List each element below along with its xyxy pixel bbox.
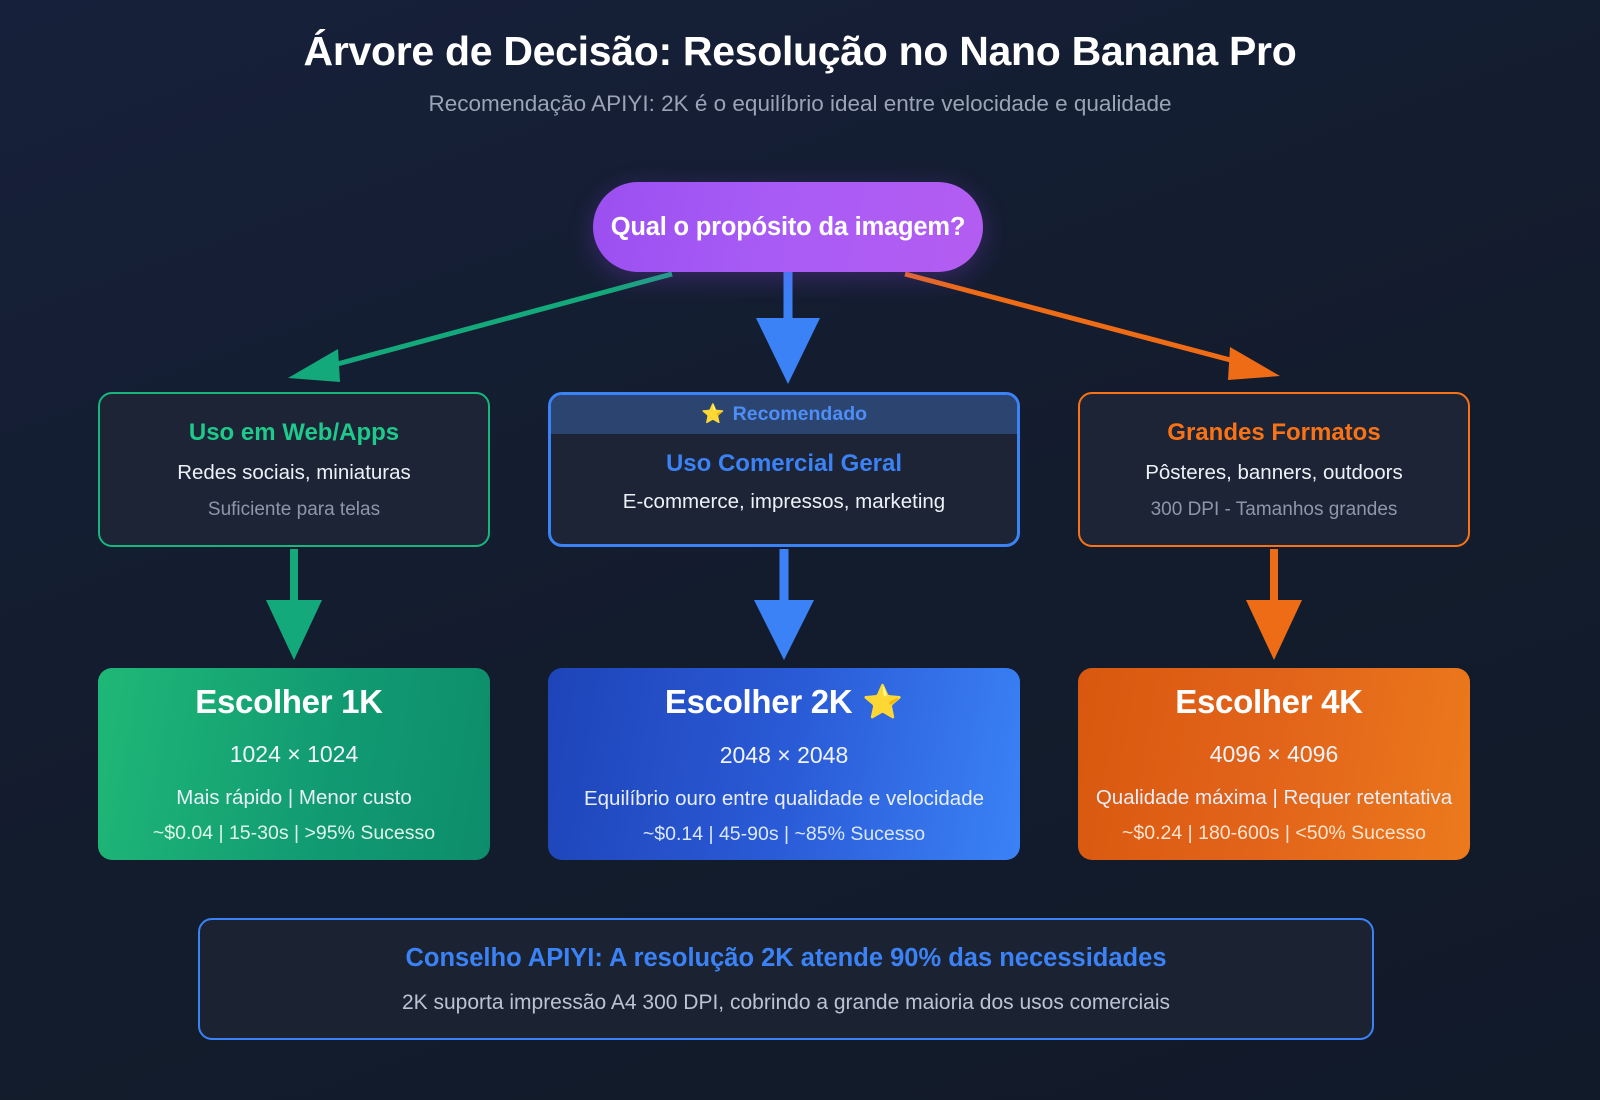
root-node-label: Qual o propósito da imagem? [610,212,966,241]
option-body: Grandes Formatos Pôsteres, banners, outd… [1080,394,1468,545]
option-heading: Uso Comercial Geral [665,450,903,477]
page-title: Árvore de Decisão: Resolução no Nano Ban… [303,28,1297,74]
result-description: Equilíbrio ouro entre qualidade e veloci… [583,786,985,810]
result-title: Escolher 2K ⭐ [664,682,904,722]
result-card-2k[interactable]: Escolher 2K ⭐ 2048 × 2048 Equilíbrio our… [548,668,1020,860]
diagram-header: Árvore de Decisão: Resolução no Nano Ban… [0,28,1600,117]
result-dimensions: 4096 × 4096 [1209,741,1339,767]
option-body: Uso Comercial Geral E-commerce, impresso… [551,434,1017,544]
result-card-1k[interactable]: Escolher 1K 1024 × 1024 Mais rápido | Me… [98,668,490,860]
star-icon: ⭐ [700,404,725,425]
recommended-badge-label: Recomendado [732,403,868,425]
result-title-label: Escolher 2K [664,683,853,720]
option-heading: Grandes Formatos [1167,418,1381,446]
option-card-web-apps[interactable]: Uso em Web/Apps Redes sociais, miniatura… [98,392,490,547]
option-card-grandes-formatos[interactable]: Grandes Formatos Pôsteres, banners, outd… [1078,392,1470,547]
option-heading: Uso em Web/Apps [188,418,400,446]
option-subtext: E-commerce, impressos, marketing [622,490,946,513]
recommended-badge: ⭐ Recomendado [551,395,1017,434]
result-dimensions: 1024 × 1024 [229,741,359,767]
result-dimensions: 2048 × 2048 [719,741,849,768]
root-node-question[interactable]: Qual o propósito da imagem? [593,182,983,272]
option-subtext: Pôsteres, banners, outdoors [1145,460,1403,484]
connector-root-to-formatos [904,271,1280,380]
result-stats: ~$0.14 | 45-90s | ~85% Sucesso [642,822,926,845]
result-card-4k[interactable]: Escolher 4K 4096 × 4096 Qualidade máxima… [1078,668,1470,860]
result-title: Escolher 4K [1175,683,1372,721]
connector-formatos-to-4k [1246,549,1302,660]
advice-panel: Conselho APIYI: A resolução 2K atende 90… [198,918,1374,1040]
advice-title: Conselho APIYI: A resolução 2K atende 90… [405,943,1167,972]
option-subtext: Redes sociais, miniaturas [177,460,411,484]
result-description: Mais rápido | Menor custo [176,786,412,809]
option-card-comercial-geral[interactable]: ⭐ Recomendado Uso Comercial Geral E-comm… [548,392,1020,547]
connector-root-to-comercial [756,272,820,384]
result-description: Qualidade máxima | Requer retentativa [1095,786,1453,809]
result-stats: ~$0.04 | 15-30s | >95% Sucesso [152,822,436,844]
result-stats: ~$0.24 | 180-600s | <50% Sucesso [1122,822,1426,844]
option-note: 300 DPI - Tamanhos grandes [1150,498,1398,520]
star-icon: ⭐ [862,682,904,720]
connector-comercial-to-2k [754,549,814,660]
page-subtitle: Recomendação APIYI: 2K é o equilíbrio id… [428,91,1172,117]
result-title-label: Escolher 1K [195,683,383,720]
advice-subtitle: 2K suporta impressão A4 300 DPI, cobrind… [401,990,1171,1014]
option-body: Uso em Web/Apps Redes sociais, miniatura… [100,394,488,545]
option-note: Suficiente para telas [207,498,381,520]
connector-web-to-1k [266,549,322,660]
result-title: Escolher 1K [195,683,392,721]
connector-root-to-web [288,271,673,382]
result-title-label: Escolher 4K [1175,683,1363,720]
